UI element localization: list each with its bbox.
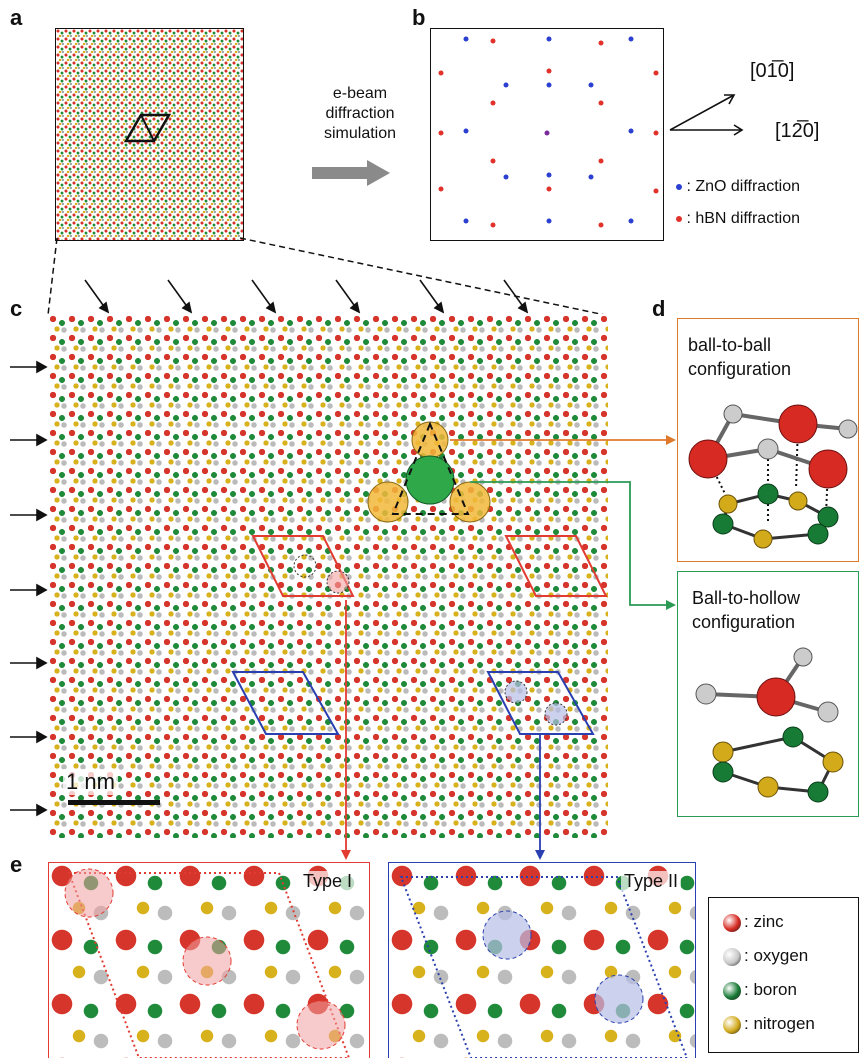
type-1-label: Type I xyxy=(299,871,355,892)
simulation-label-line1: e-beam xyxy=(332,85,388,102)
hbn-spot xyxy=(438,130,444,136)
atom-legend: : zinc : oxygen : boron : nitrogen xyxy=(708,897,859,1053)
atom-legend-item: : nitrogen xyxy=(723,1014,815,1034)
zno-spot xyxy=(546,36,552,42)
hbn-spot xyxy=(438,186,444,192)
lattice-main: 1 nm xyxy=(48,314,608,838)
zno-spot xyxy=(628,218,634,224)
ball-to-ball-line2: configuration xyxy=(688,359,792,379)
ball-to-hollow-line2: configuration xyxy=(692,612,796,632)
zno-spot xyxy=(503,174,509,180)
hbn-spot xyxy=(653,130,659,136)
direction-label-1: [01̅0] xyxy=(750,60,795,82)
diffraction-pattern xyxy=(430,28,664,241)
hbn-spot xyxy=(598,100,604,106)
center-spot xyxy=(544,130,550,136)
hbn-spot xyxy=(438,70,444,76)
type-1-overlay xyxy=(64,868,351,1058)
type-2-zoom: Type II xyxy=(388,862,696,1058)
ball-to-hollow-label: Ball-to-hollow configuration xyxy=(692,586,800,634)
hbn-spot xyxy=(490,158,496,164)
atom-legend-item: : oxygen xyxy=(723,946,808,966)
type-2-label: Type II xyxy=(620,871,681,892)
panel-label-d: d xyxy=(652,296,666,321)
unit-cell-marker xyxy=(123,113,172,143)
zno-spot xyxy=(588,174,594,180)
simulation-label: e-beam diffraction simulation xyxy=(295,84,425,144)
hbn-spot xyxy=(653,70,659,76)
hbn-spot xyxy=(490,38,496,44)
zno-spot xyxy=(588,82,594,88)
direction-arrows xyxy=(669,94,744,136)
hbn-dot-icon xyxy=(676,215,682,222)
zno-spot xyxy=(546,218,552,224)
atom-legend-label: : nitrogen xyxy=(744,1014,815,1033)
zno-spot xyxy=(546,82,552,88)
zoom-guides xyxy=(47,237,606,316)
hbn-spot xyxy=(490,222,496,228)
ball-to-hollow-line1: Ball-to-hollow xyxy=(692,588,801,608)
hbn-spot xyxy=(490,100,496,106)
zno-spot xyxy=(546,172,552,178)
ball-to-ball-model xyxy=(688,404,858,549)
legend-zno-label: : ZnO diffraction xyxy=(686,178,800,195)
atom-legend-item: : boron xyxy=(723,980,797,1000)
atom-ball-icon xyxy=(723,1015,741,1034)
hbn-spot xyxy=(598,158,604,164)
diffraction-spots xyxy=(438,36,659,228)
lattice-overview xyxy=(55,28,244,241)
panel-label-a: a xyxy=(10,5,23,30)
zno-spot xyxy=(463,128,469,134)
zno-spot xyxy=(463,218,469,224)
legend-hbn-label: : hBN diffraction xyxy=(686,210,800,227)
atom-ball-icon xyxy=(723,947,741,966)
zno-spot xyxy=(628,36,634,42)
hbn-spot xyxy=(546,68,552,74)
atom-ball-icon xyxy=(723,981,741,1000)
legend-zno: : ZnO diffraction xyxy=(676,178,800,196)
panel-label-c: c xyxy=(10,296,23,321)
ball-to-ball-label: ball-to-ball configuration xyxy=(688,333,791,381)
type-1-zoom: Type I xyxy=(48,862,370,1058)
ball-to-ball-line1: ball-to-ball xyxy=(688,335,772,355)
simulation-arrow xyxy=(312,160,390,186)
direction-label-2: [12̅0] xyxy=(775,120,820,142)
atom-legend-item: : zinc xyxy=(723,912,784,932)
ball-to-hollow-box: Ball-to-hollow configuration xyxy=(677,571,859,817)
simulation-label-line2: diffraction xyxy=(325,105,395,122)
atom-legend-label: : boron xyxy=(744,980,797,999)
panel-label-b: b xyxy=(412,5,426,30)
type-2-overlay xyxy=(399,876,689,1058)
lattice-overlays xyxy=(231,421,608,735)
hbn-spot xyxy=(653,188,659,194)
ball-to-hollow-model xyxy=(695,647,844,803)
atom-legend-label: : oxygen xyxy=(744,946,809,965)
hbn-spot xyxy=(598,40,604,46)
simulation-label-line3: simulation xyxy=(323,125,397,142)
atom-legend-label: : zinc xyxy=(744,912,784,931)
hbn-spot xyxy=(546,186,552,192)
atom-ball-icon xyxy=(723,913,741,932)
scale-bar xyxy=(68,800,160,805)
scale-bar-label: 1 nm xyxy=(63,769,118,795)
legend-hbn: : hBN diffraction xyxy=(676,210,800,228)
zno-spot xyxy=(503,82,509,88)
zno-spot xyxy=(463,36,469,42)
ball-to-ball-box: ball-to-ball configuration xyxy=(677,318,859,562)
zno-dot-icon xyxy=(676,183,682,190)
zno-spot xyxy=(628,128,634,134)
hbn-spot xyxy=(598,222,604,228)
panel-label-e: e xyxy=(10,852,23,877)
row-arrows xyxy=(10,279,529,817)
